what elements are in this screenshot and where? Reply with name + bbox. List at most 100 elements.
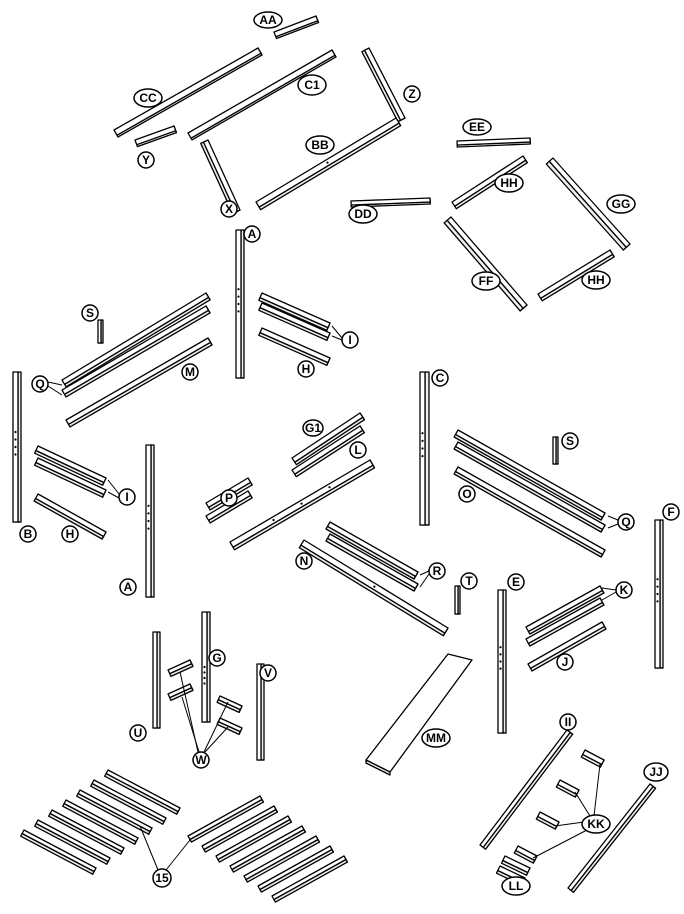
board-j — [527, 621, 607, 672]
label-r: R — [428, 562, 446, 580]
label-g1: G1 — [302, 419, 324, 437]
label-u: U — [129, 724, 147, 742]
board-aa — [273, 15, 320, 40]
board-i-left-1 — [33, 445, 107, 486]
label-x: X — [220, 200, 238, 218]
block-ll-1 — [500, 855, 531, 876]
svg-text:FF: FF — [479, 274, 494, 288]
label-h-top: H — [297, 360, 315, 378]
svg-text:C: C — [436, 371, 445, 385]
label-dd: DD — [348, 204, 378, 224]
leader-line — [601, 591, 617, 601]
board-s-left — [97, 319, 104, 344]
slat-left-3 — [76, 789, 153, 835]
slat-right-3 — [215, 815, 293, 863]
leader-line — [419, 570, 430, 576]
label-h-left: H — [61, 525, 79, 543]
svg-text:J: J — [562, 655, 569, 669]
board-h-top — [258, 327, 331, 366]
svg-text:HH: HH — [500, 176, 517, 190]
post-v — [256, 663, 265, 761]
svg-text:I: I — [125, 490, 128, 504]
svg-text:G: G — [212, 651, 221, 665]
board-x — [200, 139, 241, 214]
slat-right-2 — [201, 805, 279, 853]
svg-text:Q: Q — [35, 377, 44, 391]
post-u — [152, 631, 161, 729]
svg-text:S: S — [566, 434, 574, 448]
svg-text:C1: C1 — [304, 78, 320, 92]
label-q-right: Q — [617, 513, 635, 531]
label-cc: CC — [133, 88, 163, 108]
block-w-4 — [216, 717, 243, 736]
svg-text:P: P — [225, 491, 233, 505]
leader-line — [593, 763, 601, 817]
label-a-bottom: A — [119, 578, 137, 596]
block-kk-2 — [555, 779, 580, 798]
svg-text:F: F — [667, 505, 674, 519]
label-j: J — [556, 653, 574, 671]
board-g1-2 — [291, 425, 365, 478]
leader-line — [607, 515, 619, 521]
svg-text:DD: DD — [354, 207, 372, 221]
leader-line — [331, 325, 343, 339]
board-t — [454, 585, 461, 615]
label-ff: FF — [471, 271, 501, 291]
label-kk: KK — [581, 814, 611, 834]
slat-left-4 — [62, 799, 139, 845]
svg-text:H: H — [66, 527, 75, 541]
svg-text:AA: AA — [259, 13, 277, 27]
svg-text:Z: Z — [408, 87, 415, 101]
label-i-top: I — [341, 331, 359, 349]
svg-text:X: X — [225, 202, 233, 216]
slat-left-7 — [20, 829, 97, 875]
label-i-left: I — [118, 488, 136, 506]
board-n — [298, 539, 449, 637]
block-kk-3 — [535, 811, 560, 830]
block-w-1 — [167, 659, 194, 678]
slat-left-2 — [90, 779, 167, 825]
label-c: C — [431, 369, 449, 387]
svg-text:CC: CC — [139, 91, 157, 105]
board-q-left-1 — [61, 292, 211, 388]
label-l: L — [349, 441, 367, 459]
slat-left-5 — [48, 809, 125, 855]
label-a-top: A — [243, 225, 261, 243]
svg-text:K: K — [620, 583, 629, 597]
svg-text:G1: G1 — [305, 421, 321, 435]
svg-text:E: E — [512, 575, 520, 589]
board-cc — [113, 47, 263, 138]
board-m — [65, 337, 213, 428]
block-kk-4 — [513, 845, 538, 864]
label-ii: II — [559, 713, 577, 731]
leader-line — [107, 491, 120, 499]
svg-text:15: 15 — [155, 871, 169, 885]
board-k-2 — [525, 597, 605, 647]
label-15: 15 — [152, 868, 172, 888]
label-bb: BB — [305, 135, 335, 155]
post-a-bottom — [145, 444, 155, 598]
svg-text:S: S — [86, 306, 94, 320]
board-k-1 — [525, 585, 605, 635]
svg-text:LL: LL — [509, 879, 524, 893]
block-w-2 — [167, 683, 194, 702]
svg-text:L: L — [354, 443, 361, 457]
label-jj: JJ — [643, 762, 669, 782]
slat-right-1 — [187, 795, 265, 843]
svg-text:O: O — [462, 487, 471, 501]
board-g1-1 — [291, 412, 366, 466]
leader-line — [47, 385, 63, 396]
svg-text:N: N — [300, 554, 309, 568]
rail-jj — [567, 783, 657, 893]
label-k: K — [615, 581, 633, 599]
label-ee: EE — [462, 118, 492, 136]
label-z: Z — [403, 85, 421, 103]
post-g — [201, 611, 211, 723]
svg-text:MM: MM — [426, 731, 446, 745]
svg-text:U: U — [134, 726, 143, 740]
board-ee — [456, 137, 531, 148]
board-r-1 — [325, 521, 419, 580]
label-v: V — [259, 664, 277, 682]
post-a-top — [235, 229, 245, 379]
